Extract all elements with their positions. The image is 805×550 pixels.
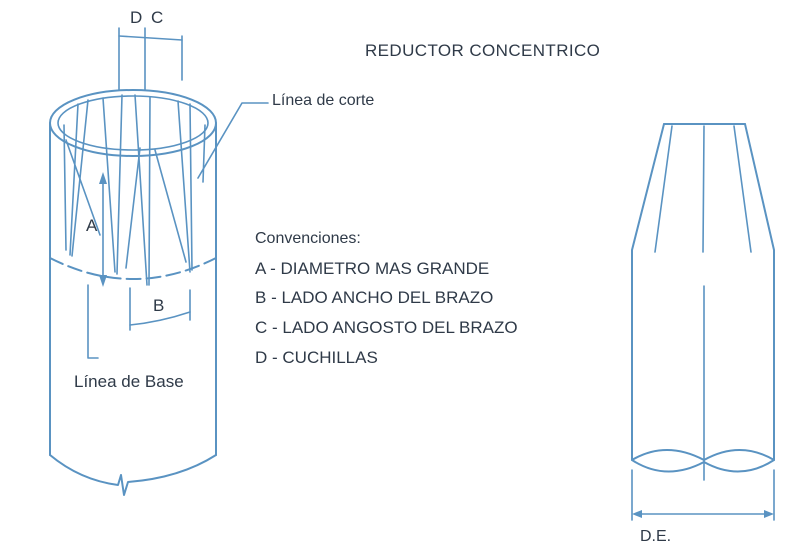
legend-key: C: [255, 318, 268, 337]
base-dashed-line: [49, 257, 217, 280]
cylinder-drawing: [49, 27, 269, 496]
legend-heading: Convenciones:: [255, 230, 361, 247]
label-c: C: [151, 8, 164, 27]
outer-diameter-label: D.E.: [640, 528, 672, 545]
legend-text: CUCHILLAS: [282, 348, 378, 367]
legend-item-b: B - LADO ANCHO DEL BRAZO: [255, 288, 494, 307]
reducer-outline-right: [744, 123, 775, 461]
legend-item-d: D - CUCHILLAS: [255, 348, 378, 367]
legend-key: A: [255, 259, 266, 278]
page-title: REDUCTOR CONCENTRICO: [365, 41, 601, 60]
legend-text: LADO ANGOSTO DEL BRAZO: [282, 318, 518, 337]
label-a: A: [86, 216, 98, 235]
reducer-outline-left: [631, 123, 665, 461]
legend-key: D: [255, 348, 268, 367]
legend-text: DIAMETRO MAS GRANDE: [280, 259, 490, 278]
label-b: B: [153, 296, 165, 315]
legend-text: LADO ANCHO DEL BRAZO: [281, 288, 494, 307]
legend-item-c: C - LADO ANGOSTO DEL BRAZO: [255, 318, 518, 337]
cut-line-label: Línea de corte: [272, 92, 375, 109]
cylinder-bottom: [49, 454, 217, 496]
cylinder-top-inner: [57, 95, 209, 151]
cut-segments: [63, 94, 206, 286]
legend-key: B: [255, 288, 267, 307]
reducer-bottom-lobes: [631, 449, 775, 473]
base-line-label: Línea de Base: [74, 372, 184, 391]
label-d: D: [130, 8, 143, 27]
reducer-drawing: [631, 123, 775, 521]
legend-item-a: A - DIAMETRO MAS GRANDE: [255, 259, 490, 278]
